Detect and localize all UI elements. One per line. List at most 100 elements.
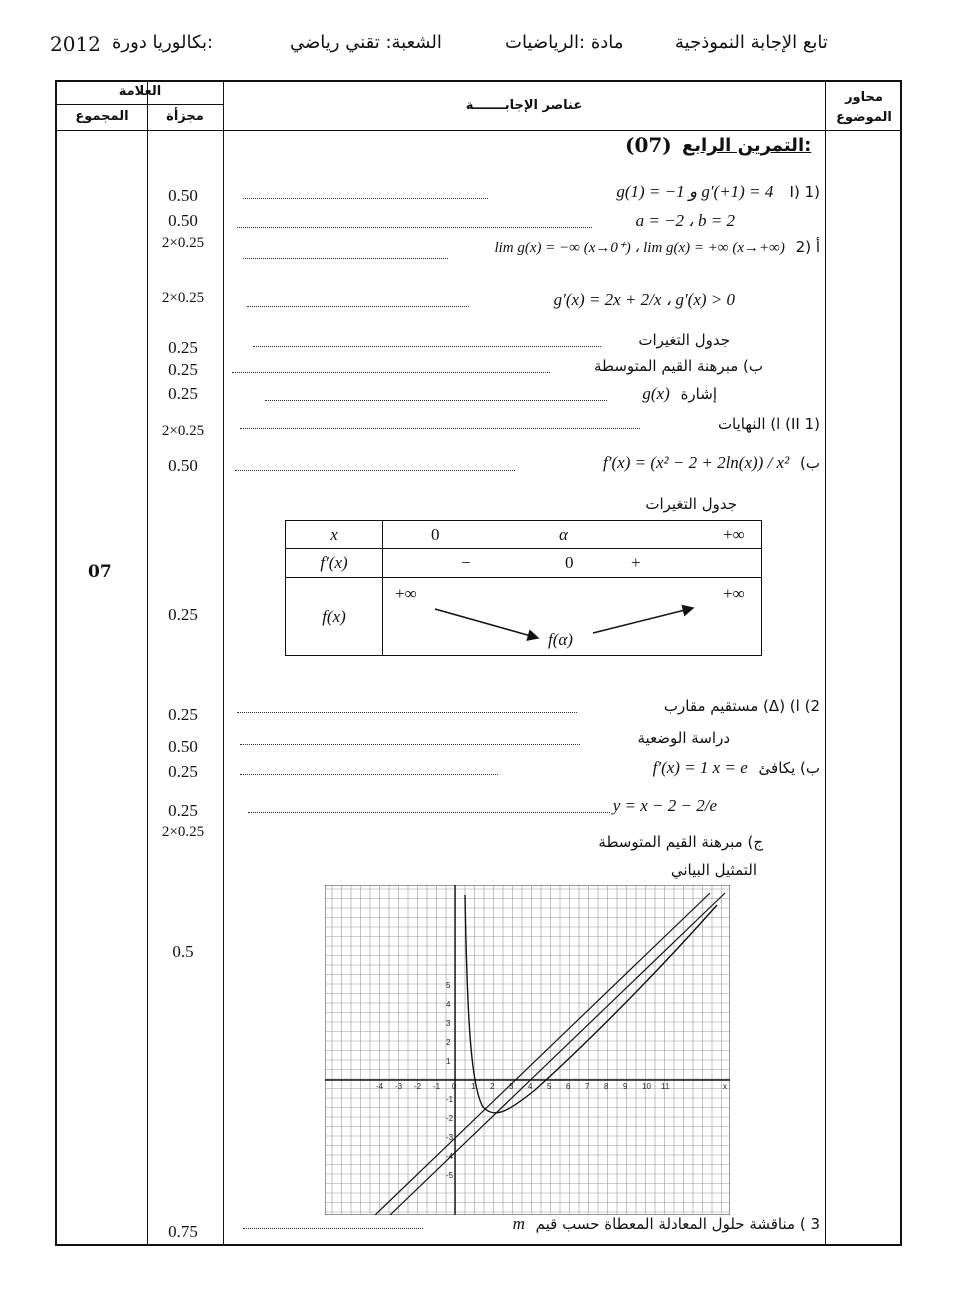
- x-tick-label: 4: [528, 1082, 533, 1091]
- dotted-leader: [265, 400, 607, 401]
- y-tick-label: -5: [446, 1171, 454, 1180]
- answer-math: a = −2 ، b = 2: [635, 211, 735, 230]
- answer-math: g(x): [642, 384, 670, 403]
- mark: 2×0.25: [161, 824, 205, 840]
- dotted-leader: [237, 227, 592, 228]
- dotted-leader: [243, 1228, 423, 1229]
- total-mark: 07: [88, 562, 112, 582]
- mark: 0.50: [168, 186, 198, 205]
- header-subject: مادة :الرياضيات: [505, 32, 624, 53]
- mark: 0.25: [168, 762, 198, 781]
- answer-label: ب) مبرهنة القيم المتوسطة: [593, 357, 763, 375]
- x-tick-label: -2: [414, 1082, 422, 1091]
- mark: 0.25: [168, 605, 198, 624]
- var-f-right: +∞: [723, 584, 745, 603]
- x-tick-label: 9: [623, 1082, 628, 1091]
- answer-label: أ (2: [795, 238, 820, 256]
- col-divider: [223, 82, 224, 1244]
- dotted-leader: [237, 712, 577, 713]
- exercise-points: (07): [625, 133, 672, 157]
- var-fprime-zero: 0: [565, 553, 574, 572]
- answer-row: a = −2 ، b = 2: [636, 211, 735, 231]
- answer-row: جدول التغيرات: [645, 494, 737, 514]
- answer-label: دراسة الوضعية: [637, 729, 731, 747]
- dotted-leader: [240, 744, 580, 745]
- var-fprime-minus: −: [461, 553, 471, 572]
- variation-table: x 0 α +∞ f′(x) − 0 + f(x) +∞ f(α) +∞: [285, 520, 762, 656]
- graph-frame: [325, 885, 730, 1215]
- answer-row: (II 1) ا) النهايات: [718, 414, 820, 434]
- answer-label: (II 1) ا) النهايات: [717, 415, 820, 433]
- exercise-title: التمرين الرابع:: [682, 135, 812, 156]
- dotted-leader: [248, 812, 610, 813]
- graph-grid: [325, 885, 730, 1215]
- dotted-leader: [253, 346, 601, 347]
- tangent-line: [374, 892, 711, 1215]
- mark: 0.25: [168, 338, 198, 357]
- x-tick-label: 6: [566, 1082, 571, 1091]
- decrease-arrow: [434, 608, 540, 641]
- header-title: تابع الإجابة النموذجية: [675, 32, 828, 53]
- answer-label: ب): [800, 454, 820, 472]
- partial-heading: مجزأة: [166, 109, 204, 124]
- answer-table: العلامة المجموع مجزأة عناصر الإجابــــــ…: [55, 80, 902, 1246]
- dotted-leader: [243, 198, 488, 199]
- x-tick-label: 2: [490, 1082, 495, 1091]
- answer-row: أ (2 lim g(x) = −∞ (x→0⁺) ، lim g(x) = +…: [494, 237, 820, 257]
- answer-heading: عناصر الإجابـــــــة: [465, 98, 583, 113]
- dotted-leader: [235, 470, 515, 471]
- dotted-leader: [240, 428, 640, 429]
- y-tick-label: -1: [446, 1095, 454, 1104]
- y-tick-label: 4: [446, 1000, 451, 1009]
- mark: 0.25: [168, 384, 198, 403]
- answer-row: ب) مبرهنة القيم المتوسطة: [594, 356, 763, 376]
- var-x-0: 0: [431, 525, 440, 544]
- answer-label: ج) مبرهنة القيم المتوسطة: [598, 833, 763, 851]
- x-tick-label: 0: [452, 1082, 457, 1091]
- answer-label: ب) يكافئ: [758, 759, 820, 777]
- mark: 0.25: [168, 801, 198, 820]
- grade-heading: العلامة: [118, 84, 162, 99]
- answer-row: 3 ) مناقشة حلول المعادلة المعطاة حسب قيم…: [513, 1214, 820, 1234]
- dotted-leader: [232, 372, 550, 373]
- answer-label: إشارة: [680, 385, 717, 403]
- mark: 0.25: [168, 705, 198, 724]
- answer-label: 2) ا) (Δ) مستقيم مقارب: [663, 697, 820, 715]
- header-year: 2012: [50, 32, 101, 56]
- asymptote-delta: [389, 892, 726, 1215]
- y-tick-label: -4: [446, 1152, 454, 1161]
- answer-math: m: [512, 1214, 525, 1233]
- answer-row: التمثيل البياني: [671, 860, 757, 880]
- answer-row: 2) ا) (Δ) مستقيم مقارب: [664, 696, 820, 716]
- x-tick-label: 10: [642, 1082, 651, 1091]
- x-tick-label: 11: [661, 1082, 670, 1091]
- answer-math: y = x − 2 − 2/e: [612, 796, 717, 815]
- axes-heading: محاور الموضوع: [836, 90, 892, 125]
- dotted-leader: [247, 306, 469, 307]
- x-tick-label: 1: [471, 1082, 476, 1091]
- var-f-label: f(x): [322, 606, 346, 626]
- y-tick-label: 3: [446, 1019, 451, 1028]
- x-tick-label: 3: [509, 1082, 514, 1091]
- y-tick-label: 1: [446, 1057, 451, 1066]
- dotted-leader: [240, 774, 498, 775]
- answer-row: ب) يكافئ f′(x) = 1 x = e: [653, 758, 820, 778]
- y-tick-label: -3: [446, 1133, 454, 1142]
- answer-label: 3 ) مناقشة حلول المعادلة المعطاة حسب قيم: [535, 1215, 820, 1233]
- x-tick-label: -1: [433, 1082, 441, 1091]
- answer-row: y = x − 2 − 2/e: [613, 796, 717, 816]
- answer-row: دراسة الوضعية: [638, 728, 731, 748]
- header-session: بكالوريا دورة:: [112, 32, 214, 53]
- answer-label: جدول التغيرات: [638, 331, 730, 349]
- row-divider: [57, 104, 223, 105]
- col-divider: [825, 82, 826, 1244]
- mark: 0.50: [168, 211, 198, 230]
- mark: 0.75: [168, 1222, 198, 1241]
- answer-row: ج) مبرهنة القيم المتوسطة: [598, 832, 763, 852]
- mark: 2×0.25: [161, 423, 205, 439]
- header-stream: الشعبة: تقني رياضي: [290, 32, 442, 53]
- mark: 0.5: [172, 942, 194, 961]
- answer-row: (1 (I g(1) = −1 و g′(+1) = 4: [616, 182, 820, 202]
- x-tick-label: -3: [395, 1082, 403, 1091]
